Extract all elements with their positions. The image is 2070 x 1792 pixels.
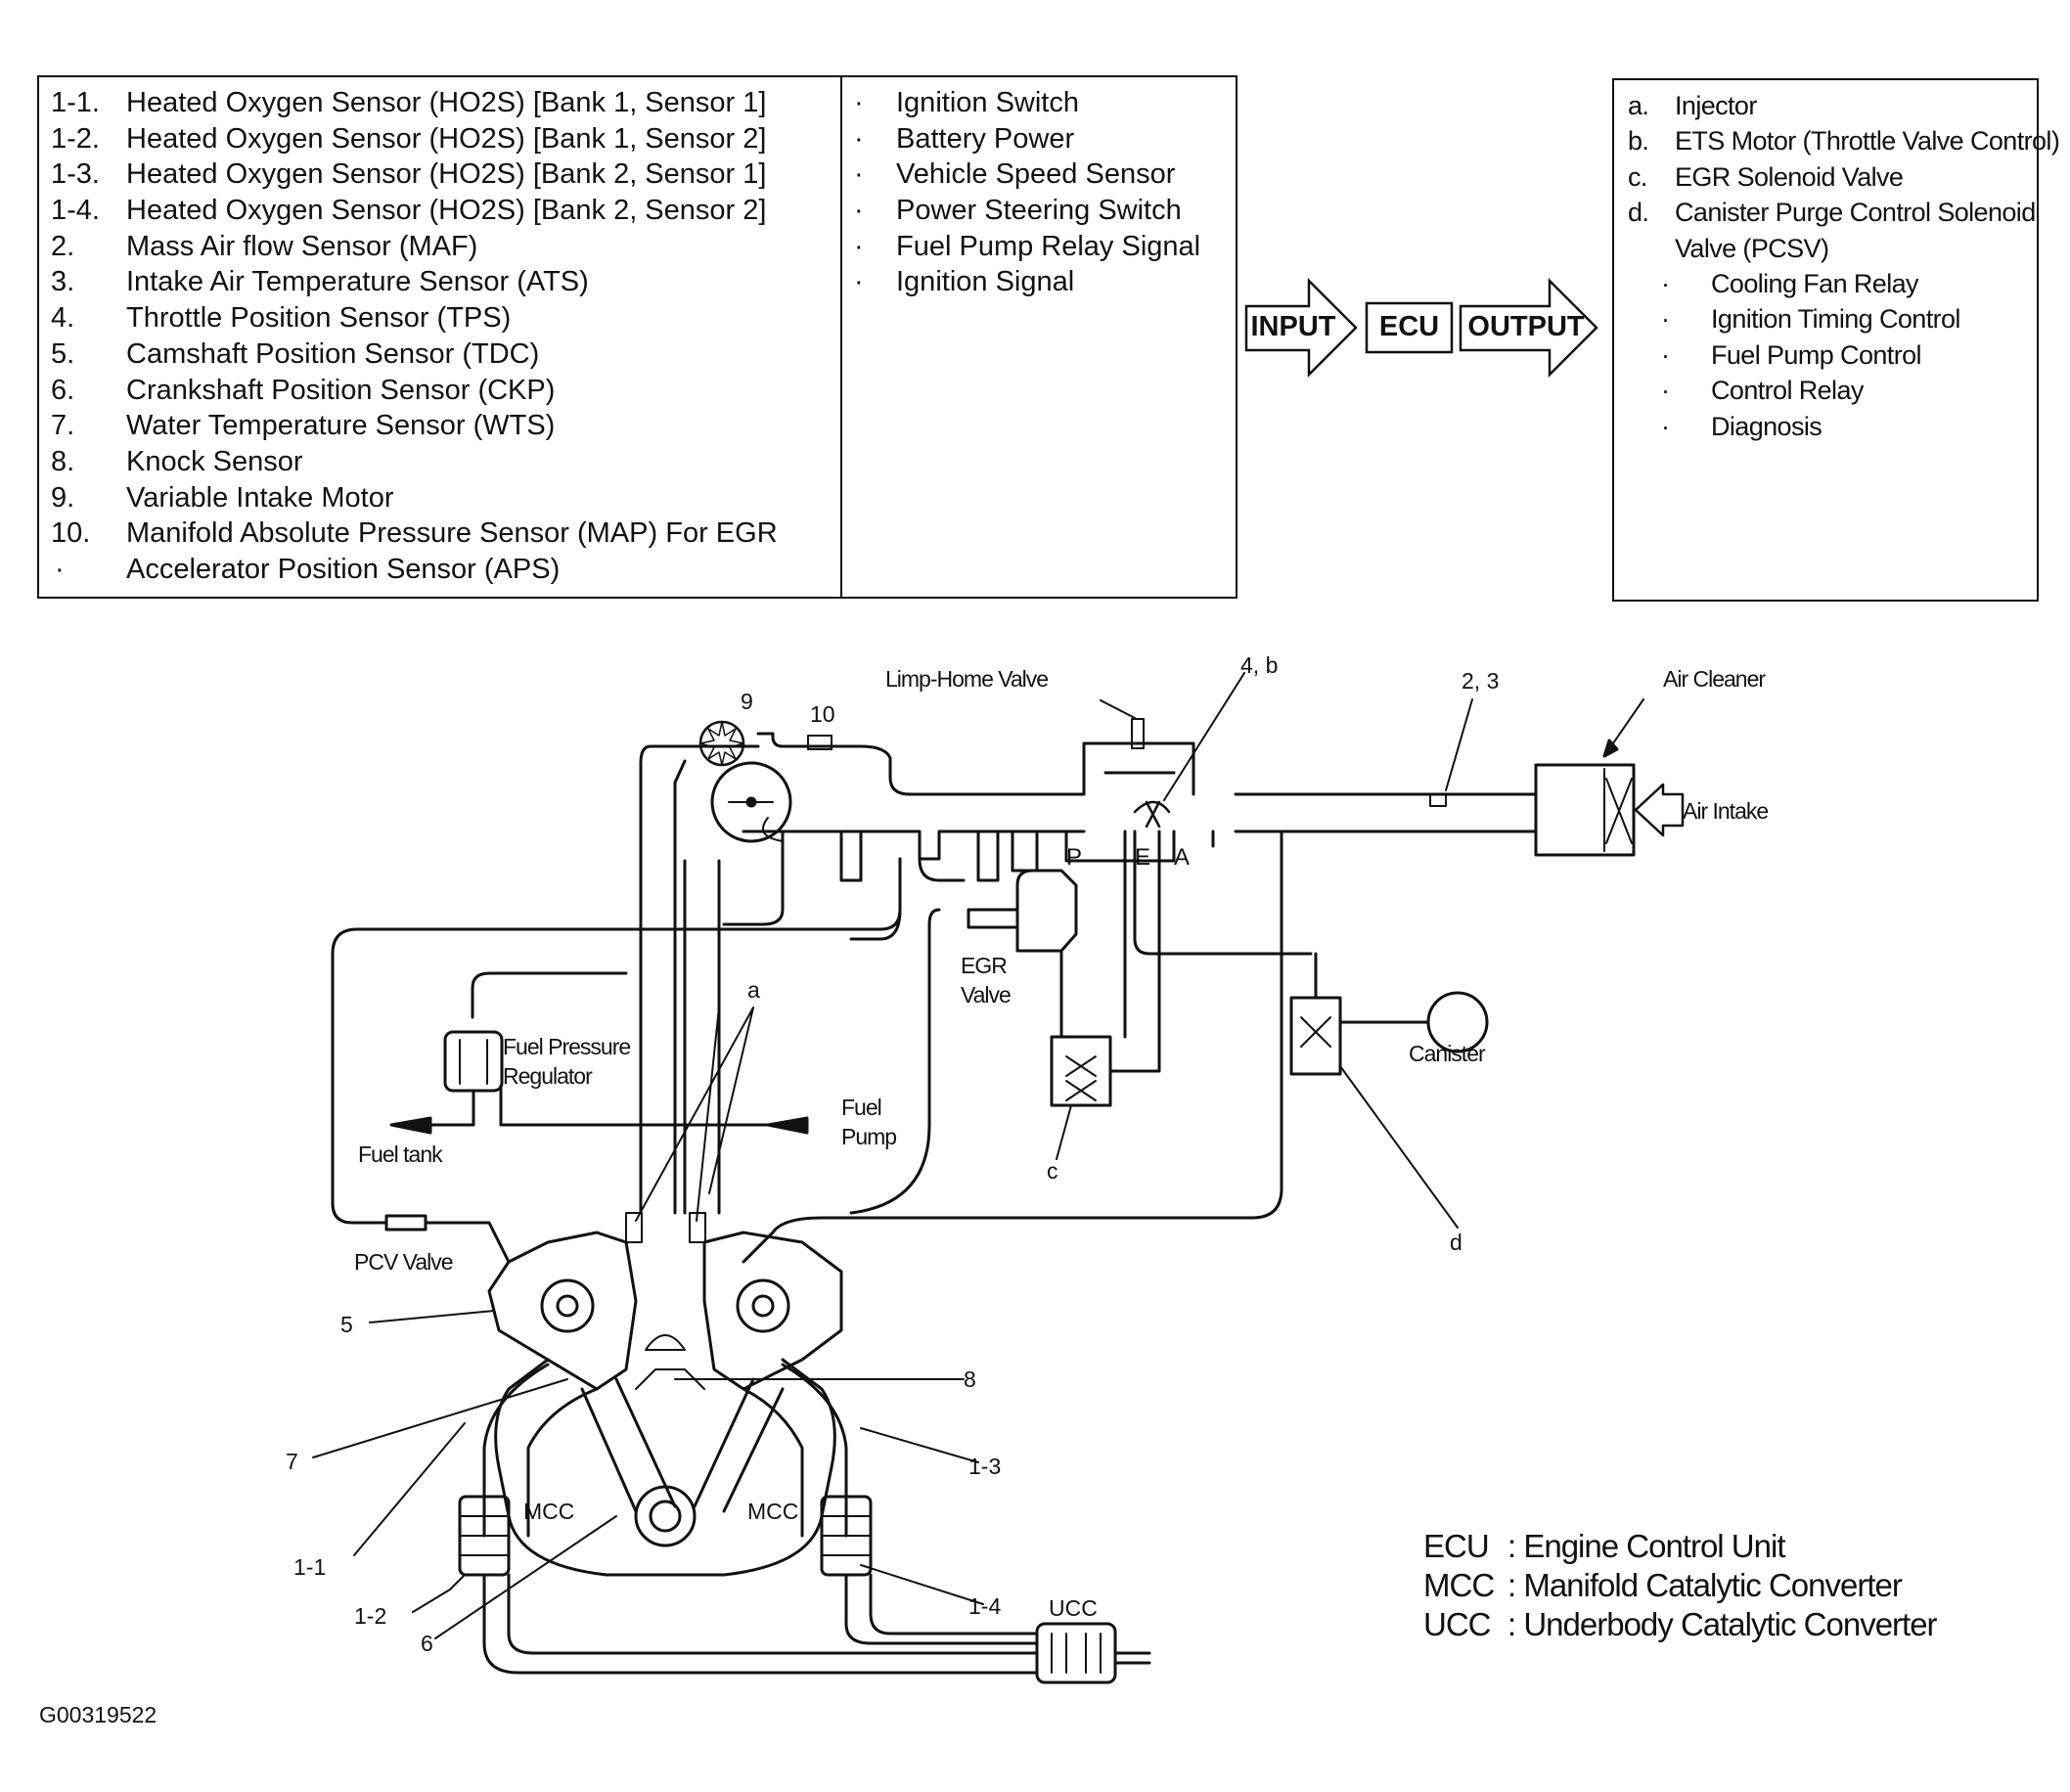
list-item: b.ETS Motor (Throttle Valve Control) <box>1628 126 2060 157</box>
purge-line <box>742 829 1283 1264</box>
list-item: ·Ignition Timing Control <box>1661 304 1960 335</box>
list-item: 1-2.Heated Oxygen Sensor (HO2S) [Bank 1,… <box>51 122 767 155</box>
output-box <box>1612 78 2039 602</box>
list-item: ·Power Steering Switch <box>854 195 1182 227</box>
egr-valve-label-line2: Valve <box>961 982 1011 1008</box>
callout-d: d <box>1450 1230 1462 1255</box>
fuel-pump-label-line1: Fuel <box>841 1095 881 1120</box>
fuel-pressure-regulator <box>443 1030 504 1093</box>
list-item: ·Diagnosis <box>1661 411 1822 441</box>
list-item: 2.Mass Air flow Sensor (MAF) <box>51 230 478 262</box>
callout-1-4: 1-4 <box>968 1593 1001 1619</box>
list-item: 4.Throttle Position Sensor (TPS) <box>51 302 512 335</box>
intake-plenum <box>742 732 1086 861</box>
callout-1-1: 1-1 <box>293 1554 326 1580</box>
input-signal-list: ·Ignition Switch ·Battery Power ·Vehicle… <box>854 85 1200 300</box>
list-item: d.Canister Purge Control Solenoid <box>1628 198 2036 228</box>
right-exhaust <box>742 1363 848 1538</box>
input-sensor-list: 1-1.Heated Oxygen Sensor (HO2S) [Bank 1,… <box>51 85 778 588</box>
ucc <box>1035 1622 1117 1684</box>
list-item: ·Cooling Fan Relay <box>1661 268 1919 298</box>
fuel-pump-label-line2: Pump <box>841 1124 896 1149</box>
list-item: a.Injector <box>1628 91 1757 120</box>
air-intake-label: Air Intake <box>1683 798 1768 824</box>
port-e-label: E <box>1135 844 1150 871</box>
port-a-label: A <box>1174 844 1190 871</box>
left-vacuum-loop <box>331 857 902 1225</box>
list-item: ·Ignition Switch <box>854 87 1079 118</box>
callout-7: 7 <box>286 1449 298 1474</box>
fuel-tank-arrow <box>389 1116 432 1135</box>
list-item: ·Vehicle Speed Sensor <box>854 158 1176 191</box>
fuel-pressure-regulator-label-line1: Fuel Pressure <box>503 1034 630 1059</box>
pcv-valve <box>384 1214 428 1232</box>
callout-5: 5 <box>340 1312 353 1337</box>
maf-ats-sensor <box>1429 793 1447 807</box>
callout-c: c <box>1047 1158 1058 1184</box>
input-signals-box <box>840 75 1238 599</box>
canister <box>1426 991 1489 1053</box>
list-item: ·Control Relay <box>1661 376 1864 406</box>
output-arrow-label: OUTPUT <box>1467 311 1585 342</box>
callout-1-3: 1-3 <box>968 1454 1001 1479</box>
list-item: 1-3.Heated Oxygen Sensor (HO2S) [Bank 2,… <box>51 158 767 191</box>
variable-intake-motor <box>710 761 792 843</box>
list-item: 7.Water Temperature Sensor (WTS) <box>51 410 556 442</box>
callout-10: 10 <box>810 701 835 727</box>
list-item: ·Fuel Pump Control <box>1661 339 1922 370</box>
left-exhaust <box>482 1363 599 1538</box>
list-item: 1-4.Heated Oxygen Sensor (HO2S) [Bank 2,… <box>51 195 767 227</box>
list-item: ·Fuel Pump Relay Signal <box>854 230 1201 262</box>
ucc-label: UCC <box>1049 1595 1098 1621</box>
port-p-label: P <box>1066 844 1082 871</box>
callout-6: 6 <box>421 1631 433 1656</box>
callout-8: 8 <box>964 1366 976 1392</box>
figure-id: G00319522 <box>39 1702 158 1727</box>
callout-2-3: 2, 3 <box>1462 668 1499 694</box>
legend-ecu: ECU: Engine Control Unit <box>1423 1528 1785 1564</box>
list-item: c.EGR Solenoid Valve <box>1628 161 1904 192</box>
throttle-body <box>1082 741 1195 796</box>
map-sensor <box>807 735 832 750</box>
air-cleaner-box <box>1534 763 1636 857</box>
list-item: ·Accelerator Position Sensor (APS) <box>55 553 561 585</box>
callout-4-b: 4, b <box>1240 652 1278 678</box>
callout-1-2: 1-2 <box>354 1603 386 1629</box>
callout-9: 9 <box>741 689 753 714</box>
air-cleaner-label: Air Cleaner <box>1663 666 1766 692</box>
fuel-pump-arrow <box>766 1116 809 1135</box>
mcc-left-label: MCC <box>523 1499 574 1524</box>
injector-left <box>625 1212 643 1243</box>
egr-valve <box>1015 869 1078 953</box>
purge-control-solenoid <box>1289 996 1342 1076</box>
limp-home-valve-label: Limp-Home Valve <box>885 666 1048 692</box>
legend-ucc: UCC: Underbody Catalytic Converter <box>1423 1606 1938 1642</box>
legend-mcc: MCC: Manifold Catalytic Converter <box>1423 1567 1903 1603</box>
list-item: 8.Knock Sensor <box>51 445 303 477</box>
input-arrow-label: INPUT <box>1250 311 1336 342</box>
intake-pipe <box>1234 792 1538 833</box>
list-item: 6.Crankshaft Position Sensor (CKP) <box>51 374 556 406</box>
egr-solenoid-valve <box>1050 1035 1112 1107</box>
canister-label: Canister <box>1409 1041 1486 1066</box>
pcv-valve-label: PCV Valve <box>354 1249 453 1275</box>
fuel-pressure-regulator-label-line2: Regulator <box>503 1063 593 1089</box>
ecu-label: ECU <box>1378 311 1440 342</box>
egr-valve-label-line1: EGR <box>961 953 1007 978</box>
air-intake-arrow <box>1634 783 1685 837</box>
list-item: ·Battery Power <box>854 122 1075 155</box>
list-item: 9.Variable Intake Motor <box>51 481 394 514</box>
output-list: a.Injector b.ETS Motor (Throttle Valve C… <box>1628 88 2060 444</box>
list-item: 10.Manifold Absolute Pressure Sensor (MA… <box>51 517 778 550</box>
engine-block <box>487 1231 638 1391</box>
list-item: ·Ignition Signal <box>854 266 1075 298</box>
fuel-tank-label: Fuel tank <box>358 1142 443 1167</box>
callout-a: a <box>747 977 760 1003</box>
list-item: 5.Camshaft Position Sensor (TDC) <box>51 337 540 370</box>
list-item: Valve (PCSV) <box>1675 233 1829 263</box>
mcc-right-label: MCC <box>747 1499 798 1524</box>
list-item: 1-1.Heated Oxygen Sensor (HO2S) [Bank 1,… <box>51 87 767 118</box>
list-item: 3.Intake Air Temperature Sensor (ATS) <box>51 266 589 298</box>
